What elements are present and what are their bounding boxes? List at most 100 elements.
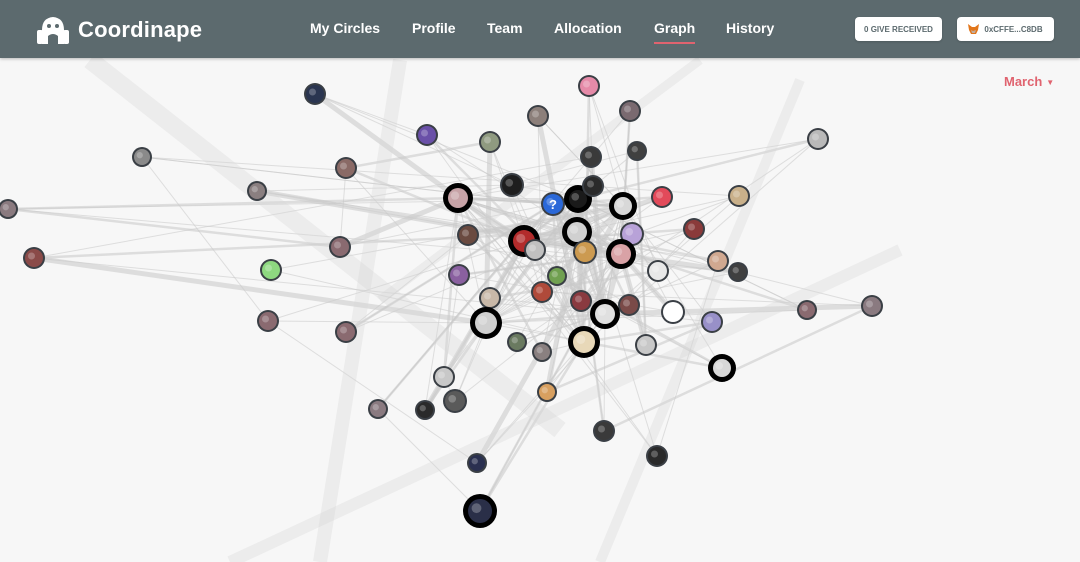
member-avatar-node[interactable] — [329, 236, 351, 258]
member-avatar-node[interactable] — [635, 334, 657, 356]
graph-edge — [84, 58, 566, 438]
avatar-image — [653, 188, 671, 206]
nav-team[interactable]: Team — [487, 20, 523, 36]
member-avatar-node[interactable] — [618, 294, 640, 316]
member-avatar-node[interactable] — [708, 354, 736, 382]
member-avatar-node[interactable] — [619, 100, 641, 122]
avatar-highlight — [598, 425, 605, 433]
avatar-image — [502, 175, 522, 195]
avatar-image — [417, 402, 433, 418]
period-selector[interactable]: March▼ — [1004, 74, 1054, 89]
allocation-graph[interactable]: ? — [0, 58, 1080, 562]
member-avatar-node[interactable] — [646, 445, 668, 467]
member-avatar-node[interactable] — [562, 217, 592, 247]
avatar-image — [685, 220, 703, 238]
member-avatar-node[interactable] — [609, 192, 637, 220]
nav-my-circles[interactable]: My Circles — [310, 20, 381, 36]
member-avatar-node[interactable] — [651, 186, 673, 208]
member-avatar-node[interactable] — [132, 147, 152, 167]
give-received-button[interactable]: 0 GIVE RECEIVED — [855, 17, 942, 41]
member-avatar-node[interactable] — [568, 326, 600, 358]
member-avatar-node[interactable] — [683, 218, 705, 240]
member-avatar-node[interactable] — [415, 400, 435, 420]
member-avatar-node[interactable] — [537, 382, 557, 402]
avatar-highlight — [541, 387, 548, 394]
graph-edge — [485, 271, 739, 324]
avatar-image — [730, 264, 746, 280]
avatar-highlight — [640, 339, 647, 347]
member-avatar-node[interactable] — [593, 420, 615, 442]
member-avatar-node[interactable] — [547, 266, 567, 286]
member-avatar-node[interactable] — [479, 287, 501, 309]
member-avatar-node[interactable] — [467, 453, 487, 473]
member-avatar-node[interactable] — [257, 310, 279, 332]
member-avatar-node[interactable] — [443, 389, 467, 413]
member-avatar-node[interactable] — [647, 260, 669, 282]
member-avatar-node[interactable] — [707, 250, 729, 272]
graph-edge — [313, 91, 460, 201]
member-avatar-node[interactable] — [728, 262, 748, 282]
member-avatar-node[interactable] — [304, 83, 326, 105]
member-avatar-node[interactable] — [573, 240, 597, 264]
member-avatar-node[interactable] — [247, 181, 267, 201]
member-avatar-node[interactable] — [507, 332, 527, 352]
member-avatar-node[interactable] — [590, 299, 620, 329]
member-avatar-node[interactable] — [797, 300, 817, 320]
avatar-image — [526, 241, 544, 259]
member-avatar-node[interactable] — [433, 366, 455, 388]
member-avatar-node[interactable] — [368, 399, 388, 419]
avatar-image — [595, 304, 615, 324]
member-avatar-node[interactable] — [335, 321, 357, 343]
graph-edge — [474, 204, 626, 465]
avatar-highlight — [551, 271, 558, 278]
member-avatar-node[interactable] — [335, 157, 357, 179]
member-avatar-node[interactable] — [541, 192, 565, 216]
avatar-image — [611, 244, 631, 264]
member-avatar-node[interactable] — [416, 124, 438, 146]
nav-profile[interactable]: Profile — [412, 20, 456, 36]
graph-edge — [313, 58, 407, 562]
member-avatar-node[interactable] — [582, 175, 604, 197]
avatar-image — [580, 77, 598, 95]
graph-edge — [478, 341, 586, 512]
member-avatar-node[interactable] — [500, 173, 524, 197]
avatar-highlight — [536, 347, 543, 354]
member-avatar-node[interactable] — [23, 247, 45, 269]
member-avatar-node[interactable] — [580, 146, 602, 168]
member-avatar-node[interactable] — [532, 342, 552, 362]
member-avatar-node[interactable] — [527, 105, 549, 127]
graph-canvas[interactable]: ? — [0, 58, 1080, 562]
avatar-highlight — [651, 450, 658, 458]
member-avatar-node[interactable] — [479, 131, 501, 153]
nav-graph[interactable]: Graph — [654, 20, 696, 44]
avatar-image — [337, 159, 355, 177]
member-avatar-node[interactable] — [463, 494, 497, 528]
member-avatar-node[interactable] — [578, 75, 600, 97]
member-avatar-node[interactable] — [606, 239, 636, 269]
member-avatar-node[interactable] — [627, 141, 647, 161]
member-avatar-node[interactable] — [443, 183, 473, 213]
member-avatar-node[interactable] — [570, 290, 592, 312]
member-avatar-node[interactable] — [448, 264, 470, 286]
graph-edge — [485, 231, 578, 324]
graph-edge — [339, 198, 579, 248]
member-avatar-node[interactable] — [701, 311, 723, 333]
graph-edge — [656, 260, 719, 457]
avatar-image — [475, 312, 497, 334]
member-avatar-node[interactable] — [861, 295, 883, 317]
member-avatar-node[interactable] — [531, 281, 553, 303]
member-avatar-node[interactable] — [524, 239, 546, 261]
nav-history[interactable]: History — [726, 20, 775, 36]
member-avatar-node[interactable] — [0, 199, 18, 219]
member-avatar-node[interactable] — [260, 259, 282, 281]
member-avatar-node[interactable] — [728, 185, 750, 207]
avatar-image — [533, 283, 551, 301]
member-avatar-node[interactable] — [457, 224, 479, 246]
brand[interactable]: Coordinape — [36, 13, 202, 47]
member-avatar-node[interactable] — [807, 128, 829, 150]
avatar-image — [620, 296, 638, 314]
nav-allocation[interactable]: Allocation — [554, 20, 622, 36]
member-avatar-node[interactable] — [661, 300, 685, 324]
wallet-button[interactable]: 0xCFFE...C8DB — [957, 17, 1054, 41]
member-avatar-node[interactable] — [470, 307, 502, 339]
